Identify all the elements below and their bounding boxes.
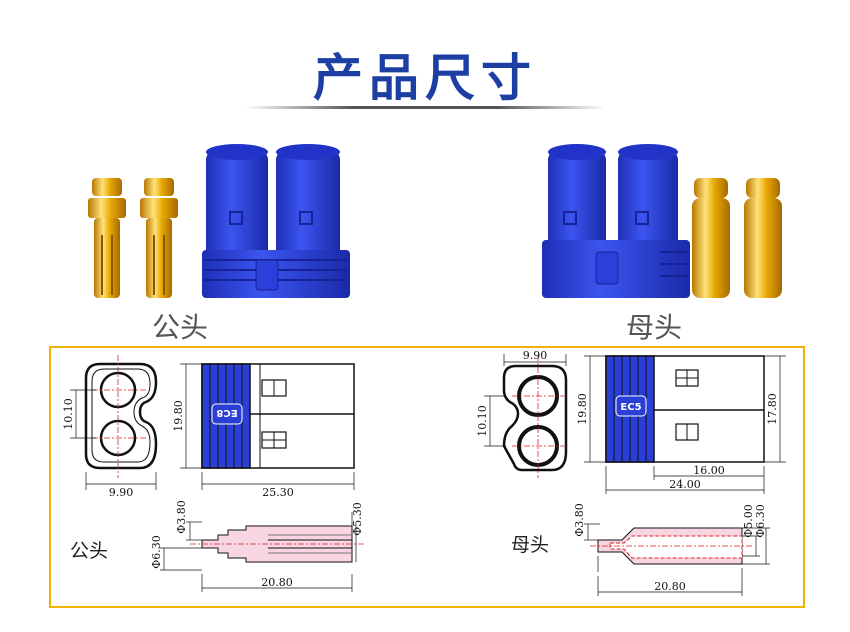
female-sock-left-dim: Φ3.80 xyxy=(573,503,586,537)
female-gold-socket-2 xyxy=(744,178,782,298)
female-gold-socket-1 xyxy=(692,178,730,298)
female-blue-housing xyxy=(542,144,690,298)
male-gold-pin-1 xyxy=(88,178,126,298)
male-front-view xyxy=(84,362,158,470)
male-length-dim: 25.30 xyxy=(262,486,294,499)
male-side-dims xyxy=(180,363,355,490)
female-height-right-dim: 17.80 xyxy=(766,393,779,425)
female-sock-length-dim: 20.80 xyxy=(654,580,686,593)
page-title: 产品尺寸 xyxy=(313,49,537,107)
female-sock-right1-dim: Φ5.00 xyxy=(742,504,755,538)
female-side-view xyxy=(605,355,765,463)
male-label: 公头 xyxy=(152,311,209,344)
female-length-dim: 24.00 xyxy=(669,478,701,491)
male-side-view xyxy=(201,363,355,469)
female-front-view xyxy=(502,364,568,472)
male-front-centerlines xyxy=(92,355,146,478)
female-front-dims xyxy=(484,354,567,447)
dimension-frame xyxy=(49,346,805,608)
female-side-dims xyxy=(584,355,786,494)
male-pin-dims xyxy=(160,512,357,592)
male-gold-pin-2 xyxy=(140,178,178,298)
female-sock-right2-dim: Φ6.30 xyxy=(754,504,767,538)
male-pin-right-dim: Φ5.30 xyxy=(351,502,364,536)
female-housing-text: EC5 xyxy=(620,402,641,413)
female-connector-photo xyxy=(542,144,782,298)
male-pin-left-dim: Φ3.80 xyxy=(175,500,188,534)
male-width-dim: 9.90 xyxy=(109,486,134,499)
female-front-centerlines xyxy=(512,355,566,478)
female-socket-dims xyxy=(584,523,770,596)
male-pin-outer-dim: Φ6.30 xyxy=(150,535,163,569)
male-height-dim: 19.80 xyxy=(172,400,185,432)
male-pin-label: 公头 xyxy=(70,540,109,562)
female-width-dim: 9.90 xyxy=(523,349,548,362)
male-pin-length-dim: 20.80 xyxy=(261,576,293,589)
female-label: 母头 xyxy=(626,311,683,344)
female-height-dim: 19.80 xyxy=(576,393,589,425)
male-blue-housing xyxy=(202,144,350,298)
female-inner-length-dim: 16.00 xyxy=(693,464,725,477)
male-connector-photo xyxy=(88,144,350,298)
male-housing-text: EC8 xyxy=(216,407,237,418)
female-pitch-dim: 10.10 xyxy=(476,405,489,437)
female-pin-label: 母头 xyxy=(511,534,550,556)
male-front-dims xyxy=(70,389,157,490)
male-pitch-dim: 10.10 xyxy=(62,398,75,430)
title-divider xyxy=(245,106,605,109)
